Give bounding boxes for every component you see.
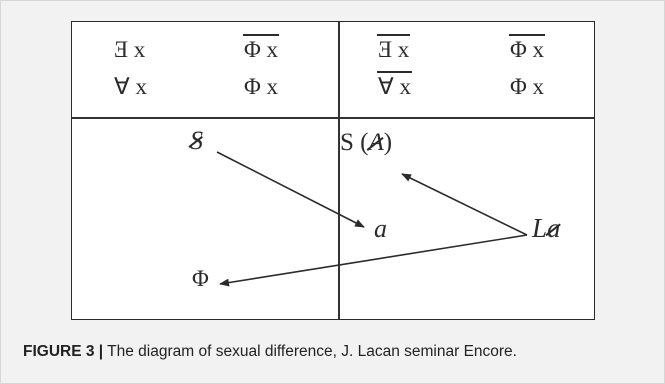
vertical-divider: [338, 22, 340, 319]
horizontal-divider: [72, 117, 594, 119]
right-phi-x: Φ x: [510, 74, 545, 99]
left-phi-x: Φ x: [244, 74, 279, 99]
barred-subject: S: [190, 128, 203, 154]
figure-caption: FIGURE 3 | The diagram of sexual differe…: [23, 343, 517, 361]
negation-bar: Ǝ x: [376, 34, 411, 62]
figure-label: FIGURE 3 |: [23, 343, 104, 360]
negation-bar: Φ x: [508, 34, 546, 62]
left-forall-x: ∀ x: [114, 74, 147, 99]
left-exists-x: Ǝ x: [114, 37, 146, 62]
right-not-exists-x: Ǝ x: [376, 34, 411, 62]
arrow-la-to-phi: [219, 234, 528, 287]
right-not-forall-x: ∀ x: [377, 71, 412, 99]
negation-bar: ∀ x: [377, 71, 412, 99]
arrow-la-to-s-barred-a: [401, 173, 528, 236]
barred-la: La: [532, 213, 561, 243]
right-not-phi-x: Φ x: [508, 34, 546, 62]
barred-other: A: [368, 129, 384, 156]
signifier-of-barred-other: S (A): [340, 129, 393, 156]
phallus-phi: Φ: [192, 266, 209, 291]
object-a: a: [374, 214, 387, 243]
negation-bar: Φ x: [242, 34, 280, 62]
arrow-layer: [216, 151, 528, 287]
bar-stroke: S: [190, 126, 203, 155]
arrow-subject-to-a: [216, 151, 365, 228]
bar-stroke: a: [547, 213, 561, 243]
sexuation-diagram: Ǝ x Φ x ∀ x Φ x Ǝ x Φ x ∀ x Φ x S a Φ S …: [71, 21, 595, 320]
left-not-phi-x: Φ x: [242, 34, 280, 62]
caption-text: The diagram of sexual difference, J. Lac…: [103, 343, 517, 360]
